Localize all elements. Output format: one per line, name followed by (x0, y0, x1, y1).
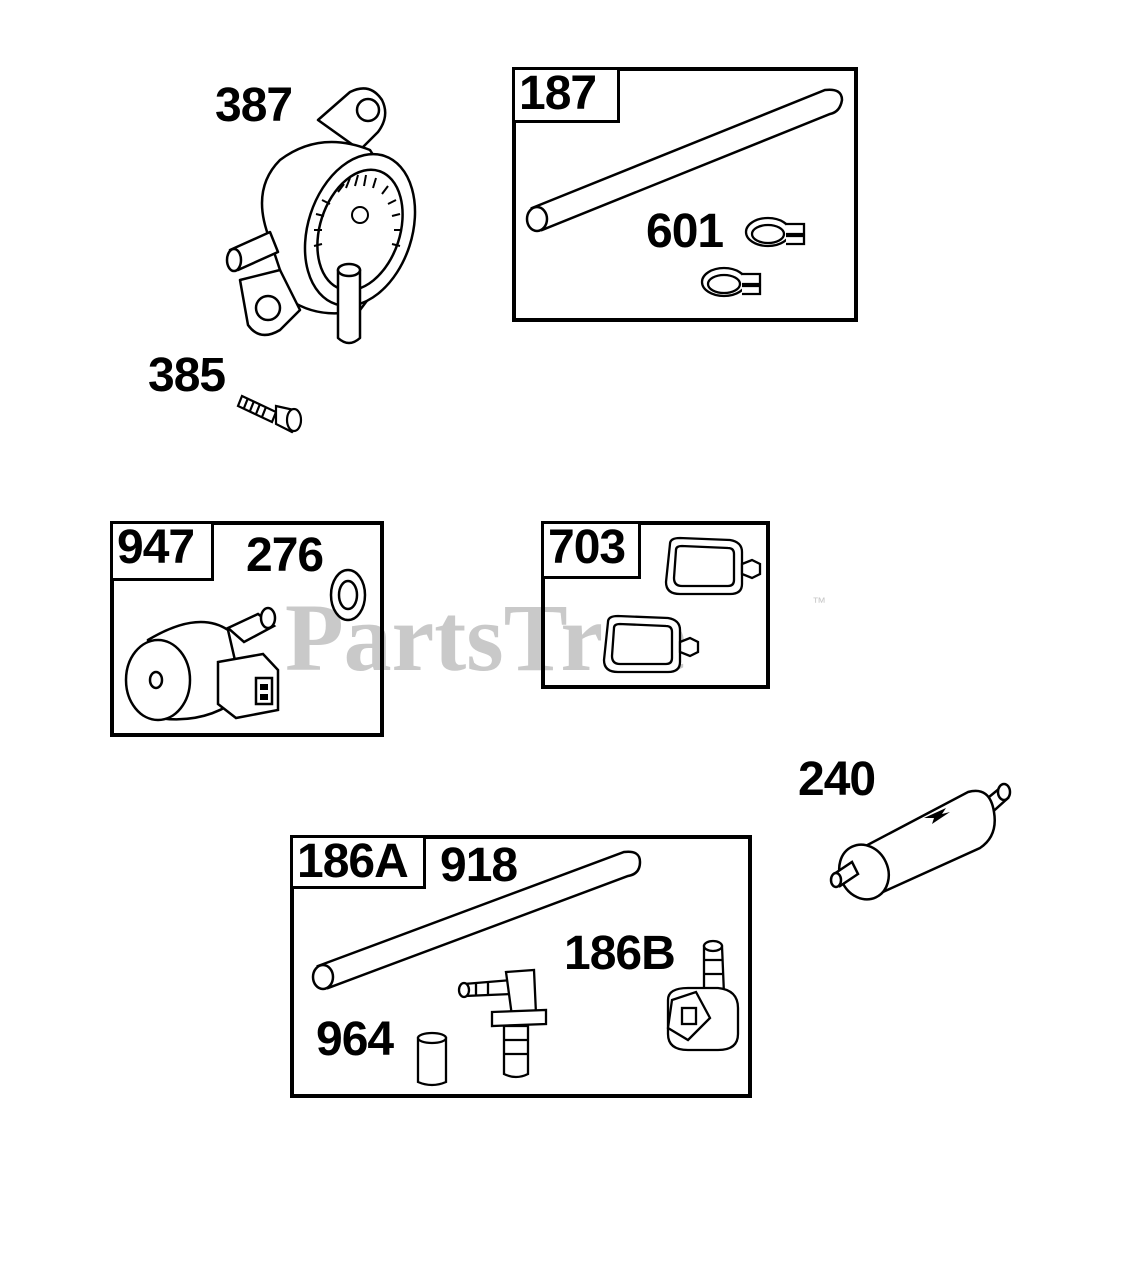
sleeve-icon[interactable] (412, 1030, 452, 1090)
shutoff-valve-icon[interactable] (658, 938, 746, 1058)
kit-box-703 (541, 521, 770, 689)
hose-clamp-icon[interactable] (696, 260, 766, 308)
kit-label-947[interactable]: 947 (110, 521, 214, 581)
part-label-601[interactable]: 601 (646, 205, 724, 258)
part-label-918[interactable]: 918 (440, 839, 518, 892)
kit-label-187[interactable]: 187 (512, 67, 620, 123)
kit-label-186A[interactable]: 186A (290, 835, 426, 889)
part-label-276[interactable]: 276 (246, 529, 324, 582)
screw-icon[interactable] (236, 384, 306, 436)
hose-clamp-icon[interactable] (740, 210, 810, 258)
fuel-solenoid-icon[interactable] (118, 600, 298, 730)
part-label-186B[interactable]: 186B (564, 927, 676, 980)
watermark-tm: ™ (812, 594, 826, 610)
kit-label-703[interactable]: 703 (541, 521, 641, 579)
part-label-387[interactable]: 387 (215, 79, 293, 132)
part-label-964[interactable]: 964 (316, 1013, 394, 1066)
kit-box-187 (512, 67, 858, 322)
washer-icon[interactable] (326, 566, 374, 624)
kit-box-186A (290, 835, 752, 1098)
part-label-240[interactable]: 240 (798, 753, 876, 806)
fuel-filter-icon[interactable] (828, 772, 1018, 901)
fuel-pump-icon[interactable] (210, 80, 430, 360)
fuel-hose-icon[interactable] (520, 80, 844, 240)
tie-clip-icon[interactable] (588, 612, 700, 678)
part-label-385[interactable]: 385 (148, 349, 226, 402)
fuel-hose-icon[interactable] (306, 846, 646, 996)
kit-box-947 (110, 521, 384, 737)
tie-clip-icon[interactable] (650, 534, 762, 600)
hose-fitting-icon[interactable] (456, 966, 552, 1080)
